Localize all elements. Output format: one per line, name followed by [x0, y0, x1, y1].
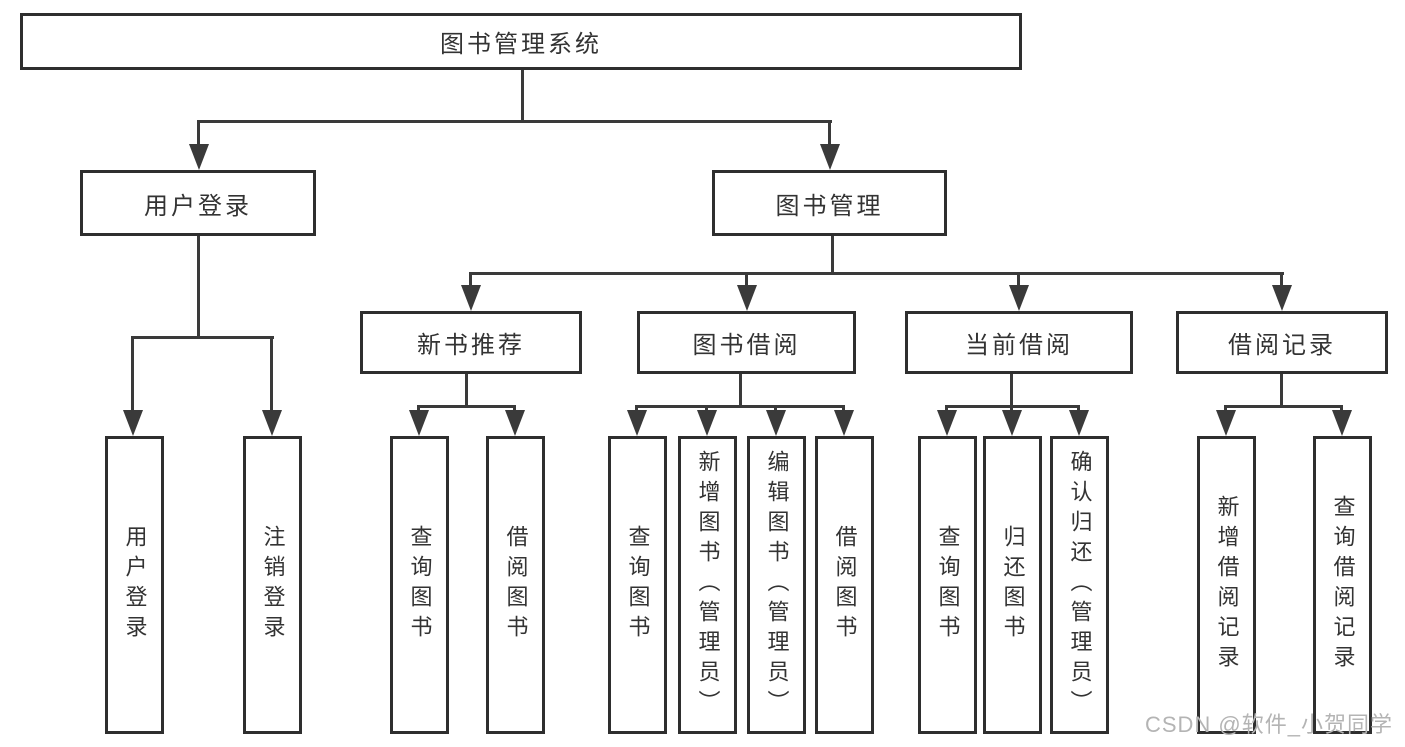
leaf-label: 注销登录 — [260, 525, 286, 645]
connector-riser — [1010, 374, 1013, 407]
connector-stem — [197, 120, 200, 146]
connector-stem — [1077, 405, 1080, 412]
leaf-label: 确认归还（管理员） — [1067, 450, 1093, 720]
connector-riser — [465, 374, 468, 407]
arrowhead-down-icon — [737, 285, 757, 311]
connector-root-riser — [521, 70, 524, 122]
connector-user-login-bus — [131, 336, 274, 339]
connector-stem — [745, 272, 748, 287]
leaf-return-books: 归还图书 — [983, 436, 1042, 734]
node-book-borrowing: 图书借阅 — [637, 311, 856, 374]
arrowhead-down-icon — [461, 285, 481, 311]
node-borrowing-records: 借阅记录 — [1176, 311, 1388, 374]
connector-stem — [513, 405, 516, 412]
connector-stem — [774, 405, 777, 412]
connector-stem — [270, 336, 273, 410]
node-book-management: 图书管理 — [712, 170, 947, 236]
leaf-edit-book-admin: 编辑图书（管理员） — [747, 436, 806, 734]
arrowhead-down-icon — [1069, 410, 1089, 436]
leaf-logout: 注销登录 — [243, 436, 302, 734]
connector-stem — [469, 272, 472, 287]
arrowhead-down-icon — [262, 410, 282, 436]
arrowhead-down-icon — [834, 410, 854, 436]
leaf-label: 归还图书 — [1000, 525, 1026, 645]
connector-bus — [1224, 405, 1343, 408]
leaf-label: 借阅图书 — [503, 525, 529, 645]
leaf-label: 查询图书 — [625, 525, 651, 645]
connector-book-mgmt-riser — [831, 236, 834, 274]
connector-stem — [635, 405, 638, 412]
node-library-system: 图书管理系统 — [20, 13, 1022, 70]
arrowhead-down-icon — [937, 410, 957, 436]
leaf-query-borrow-record: 查询借阅记录 — [1313, 436, 1372, 734]
leaf-add-book-admin: 新增图书（管理员） — [678, 436, 737, 734]
node-new-book-recommendation: 新书推荐 — [360, 311, 582, 374]
arrowhead-down-icon — [1332, 410, 1352, 436]
connector-user-login-riser — [197, 236, 200, 338]
connector-bus — [635, 405, 845, 408]
leaf-user-login: 用户登录 — [105, 436, 164, 734]
leaf-label: 查询图书 — [407, 525, 433, 645]
leaf-borrow-books: 借阅图书 — [815, 436, 874, 734]
leaf-borrow-books: 借阅图书 — [486, 436, 545, 734]
connector-riser — [1280, 374, 1283, 407]
connector-stem — [1224, 405, 1227, 412]
arrowhead-down-icon — [820, 144, 840, 170]
csdn-watermark: CSDN @软件_小贺同学 — [1144, 712, 1393, 737]
arrowhead-down-icon — [1216, 410, 1236, 436]
arrowhead-down-icon — [189, 144, 209, 170]
leaf-query-books: 查询图书 — [918, 436, 977, 734]
arrowhead-down-icon — [1002, 410, 1022, 436]
leaf-label: 编辑图书（管理员） — [764, 450, 790, 720]
connector-bus — [417, 405, 516, 408]
connector-stem — [131, 336, 134, 410]
leaf-label: 查询借阅记录 — [1330, 495, 1356, 675]
connector-stem — [828, 120, 831, 146]
arrowhead-down-icon — [123, 410, 143, 436]
connector-root-bus — [197, 120, 832, 123]
connector-stem — [1340, 405, 1343, 412]
leaf-label: 查询图书 — [935, 525, 961, 645]
arrowhead-down-icon — [766, 410, 786, 436]
connector-riser — [739, 374, 742, 407]
connector-book-mgmt-bus — [469, 272, 1284, 275]
leaf-label: 新增图书（管理员） — [695, 450, 721, 720]
leaf-add-borrow-record: 新增借阅记录 — [1197, 436, 1256, 734]
connector-stem — [417, 405, 420, 412]
arrowhead-down-icon — [1009, 285, 1029, 311]
leaf-label: 借阅图书 — [832, 525, 858, 645]
connector-stem — [1010, 405, 1013, 412]
leaf-label: 新增借阅记录 — [1214, 495, 1240, 675]
arrowhead-down-icon — [505, 410, 525, 436]
leaf-query-books: 查询图书 — [608, 436, 667, 734]
connector-stem — [842, 405, 845, 412]
connector-stem — [945, 405, 948, 412]
connector-stem — [705, 405, 708, 412]
node-current-borrowing: 当前借阅 — [905, 311, 1133, 374]
arrowhead-down-icon — [697, 410, 717, 436]
arrowhead-down-icon — [1272, 285, 1292, 311]
leaf-confirm-return-admin: 确认归还（管理员） — [1050, 436, 1109, 734]
leaf-query-books: 查询图书 — [390, 436, 449, 734]
node-user-login: 用户登录 — [80, 170, 316, 236]
leaf-label: 用户登录 — [122, 525, 148, 645]
arrowhead-down-icon — [409, 410, 429, 436]
connector-stem — [1280, 272, 1283, 287]
arrowhead-down-icon — [627, 410, 647, 436]
connector-stem — [1017, 272, 1020, 287]
